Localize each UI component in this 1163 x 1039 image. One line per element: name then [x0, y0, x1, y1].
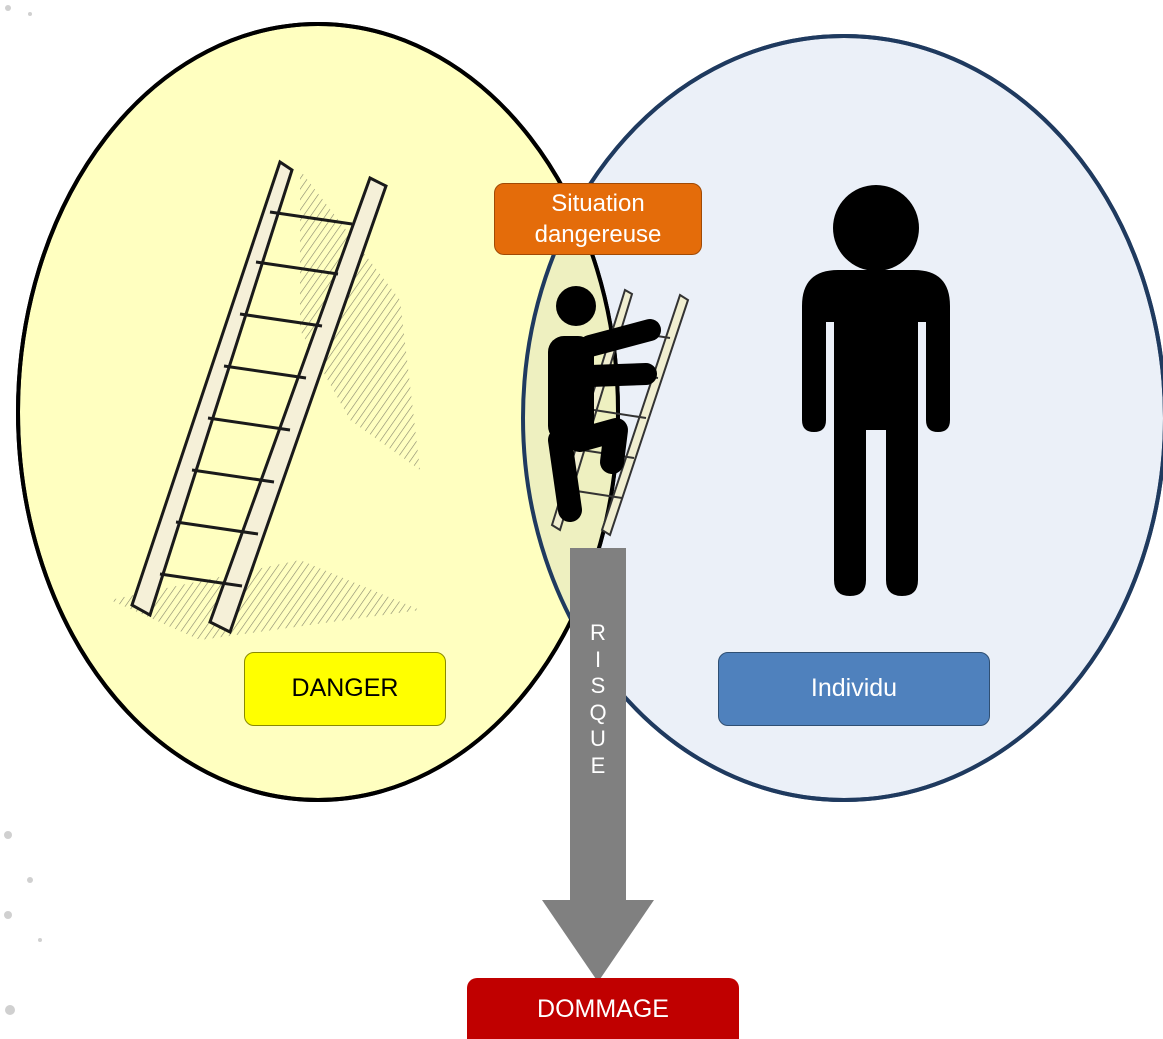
risque-letter: Q	[589, 699, 607, 725]
situation-label-line2: dangereuse	[534, 221, 662, 248]
person-icon	[802, 185, 950, 596]
individu-label: Individu	[718, 652, 990, 726]
risque-letter: E	[590, 752, 606, 778]
situation-dangereuse-label: Situation dangereuse	[494, 183, 702, 255]
risque-label: R I S Q U E	[570, 620, 626, 779]
risque-arrow	[542, 548, 654, 982]
risque-letter: U	[590, 726, 606, 751]
ladder-icon	[110, 159, 420, 640]
risque-letter: R	[590, 620, 606, 645]
decorative-dots	[4, 5, 42, 1015]
dommage-label: DOMMAGE	[467, 978, 739, 1039]
risque-letter: I	[594, 646, 602, 672]
person-climbing-ladder-icon	[548, 286, 661, 522]
situation-label-line1: Situation	[551, 189, 645, 217]
risque-letter: S	[590, 673, 606, 698]
danger-label: DANGER	[244, 652, 446, 726]
